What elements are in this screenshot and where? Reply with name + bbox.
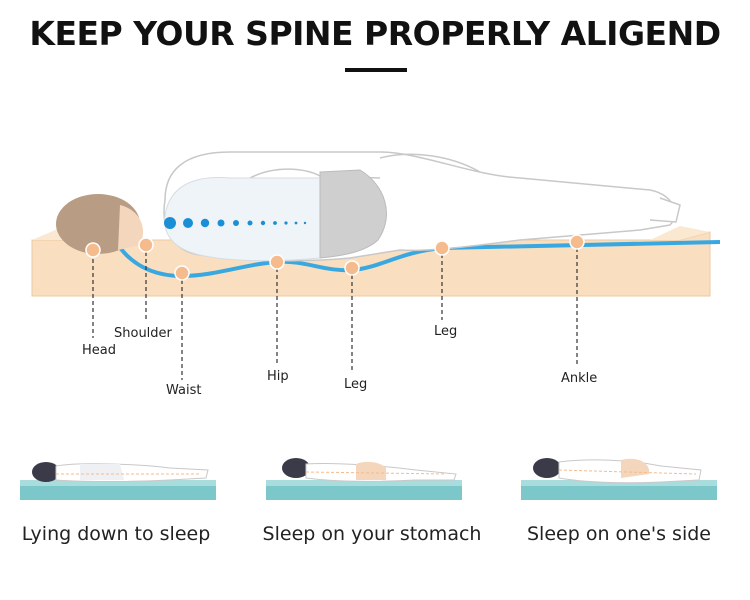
marker-shoulder [138, 237, 154, 253]
label-ankle: Ankle [561, 371, 598, 386]
page-title: KEEP YOUR SPINE PROPERLY ALIGEND [29, 14, 721, 53]
thumbnail-back-sleeping [20, 462, 216, 500]
label-shoulder: Shoulder [114, 326, 172, 341]
caption-side-sleeping: Sleep on one's side [527, 523, 711, 545]
marker-ankle [569, 234, 585, 250]
caption-back-sleeping: Lying down to sleep [21, 523, 211, 545]
leader-lines [92, 248, 578, 380]
marker-head [85, 242, 101, 258]
marker-hip [269, 254, 285, 270]
spine-dots [164, 217, 307, 229]
label-leg-lower: Leg [344, 377, 368, 392]
label-leg-upper: Leg [434, 324, 458, 339]
title-underline [345, 68, 407, 72]
marker-waist [174, 265, 190, 281]
alignment-markers [85, 234, 585, 281]
label-head: Head [82, 343, 116, 358]
label-hip: Hip [267, 369, 289, 384]
marker-leg-upper [434, 240, 450, 256]
thumbnail-side-sleeping [521, 458, 717, 500]
thumbnail-stomach-sleeping [266, 458, 462, 500]
caption-stomach-sleeping: Sleep on your stomach [262, 523, 482, 545]
marker-leg-lower [344, 260, 360, 276]
label-waist: Waist [166, 383, 202, 398]
sleeper-figure [56, 151, 681, 262]
